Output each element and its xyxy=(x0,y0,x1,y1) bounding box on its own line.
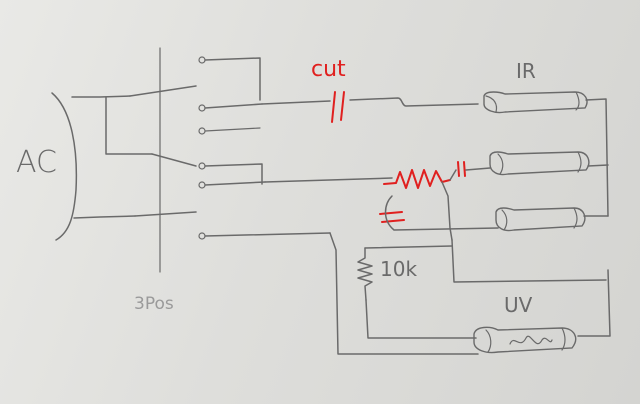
ir-lamp xyxy=(483,91,588,114)
switch-lever-3 xyxy=(134,211,197,217)
wire-resistor-to-cap xyxy=(449,169,457,181)
wire-10k-top xyxy=(364,245,453,249)
label-uv: UV xyxy=(504,293,533,317)
switch-lever-2 xyxy=(151,153,197,167)
resistor-10k xyxy=(357,247,373,301)
lamp-lower xyxy=(495,207,586,232)
wire-switch-top-link xyxy=(204,57,261,101)
wire-switch-ir-out xyxy=(204,103,263,109)
red-capacitor-middle xyxy=(457,161,466,177)
wire-switch-mid-link xyxy=(204,163,263,185)
wire-to-cut xyxy=(261,100,331,105)
label-ir: IR xyxy=(516,59,536,83)
wire-right-return xyxy=(585,98,609,217)
uv-lamp xyxy=(473,326,577,354)
red-resistor xyxy=(383,169,451,189)
wire-capacitor-loop xyxy=(384,195,499,231)
wire-right-to-uv xyxy=(577,269,611,337)
cut-capacitor xyxy=(331,91,345,123)
red-capacitor-lower xyxy=(379,211,405,223)
label-cut: cut xyxy=(311,57,346,82)
wire-ac-jumper xyxy=(105,96,153,155)
wire-cut-to-ir xyxy=(349,97,479,107)
wire-ac-bottom xyxy=(73,215,136,219)
wire-mid-to-right xyxy=(451,239,607,283)
wire-10k-to-uv xyxy=(365,299,477,339)
label-ac: AC xyxy=(16,145,57,180)
label-switch: 3Pos xyxy=(134,294,174,314)
wire-switch-to-uv xyxy=(329,232,479,355)
wire-switch-resistor-out xyxy=(204,181,266,186)
ac-source xyxy=(51,92,78,241)
wire-resistor-down xyxy=(441,181,453,241)
wire-cap-to-lamp xyxy=(465,167,491,171)
label-10k: 10k xyxy=(380,257,417,281)
wire-switch-uv-out xyxy=(204,232,331,237)
switch-lever-1 xyxy=(129,85,197,97)
wire-ac-top xyxy=(71,95,131,98)
wire-to-resistor xyxy=(264,177,393,183)
lamp-middle xyxy=(489,151,590,176)
wire-right-mid xyxy=(587,164,609,167)
switch-contacts xyxy=(198,56,206,240)
wire-switch-stub xyxy=(204,127,261,132)
